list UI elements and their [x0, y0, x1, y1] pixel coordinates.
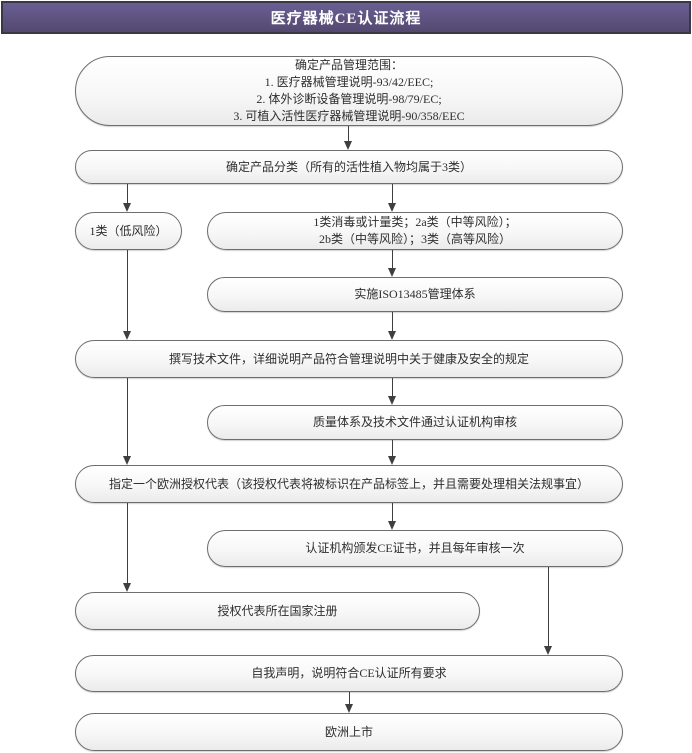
- node-iso13485: 实施ISO13485管理体系: [207, 277, 623, 312]
- arrow-down-icon: [388, 456, 396, 465]
- node-line: 撰写技术文件，详细说明产品符合管理说明中关于健康及安全的规定: [168, 351, 529, 366]
- node-line: 实施ISO13485管理体系: [354, 287, 476, 301]
- node-line: 欧洲上市: [324, 724, 373, 739]
- node-line: 2. 体外诊断设备管理说明-98/79/EC;: [256, 92, 442, 106]
- arrow-down-icon: [123, 203, 131, 212]
- connector-line: [127, 503, 128, 584]
- connector-line: [127, 250, 128, 332]
- node-line: 3. 可植入活性医疗器械管理说明-90/358/EEC: [233, 109, 465, 123]
- node-class1-low-risk: 1类（低风险）: [75, 212, 182, 250]
- connector-line: [392, 312, 393, 332]
- arrow-down-icon: [123, 331, 131, 340]
- page-title: 医疗器械CE认证流程: [270, 11, 422, 27]
- node-line: 2b类（中等风险）；3类（高等风险）: [318, 232, 511, 246]
- connector-line: [127, 184, 128, 204]
- node-product-scope: 确定产品管理范围： 1. 医疗器械管理说明-93/42/EEC; 2. 体外诊断…: [75, 56, 623, 126]
- arrow-down-icon: [388, 396, 396, 405]
- node-technical-file: 撰写技术文件，详细说明产品符合管理说明中关于健康及安全的规定: [75, 340, 623, 378]
- node-country-registration: 授权代表所在国家注册: [75, 592, 480, 630]
- node-product-classification: 确定产品分类（所有的活性植入物均属于3类）: [75, 150, 623, 184]
- connector-line: [392, 184, 393, 204]
- node-class2-higher-risk: 1类消毒或计量类；2a类（中等风险）； 2b类（中等风险）；3类（高等风险）: [207, 212, 623, 250]
- arrow-down-icon: [388, 331, 396, 340]
- node-line: 确定产品管理范围：: [294, 58, 403, 72]
- node-line: 确定产品分类（所有的活性植入物均属于3类）: [225, 159, 472, 174]
- node-notified-body-audit: 质量体系及技术文件通过认证机构审核: [207, 405, 623, 440]
- node-self-declaration: 自我声明，说明符合CE认证所有要求: [75, 655, 623, 692]
- connector-line: [392, 440, 393, 457]
- connector-line: [548, 567, 549, 647]
- node-line: 1. 医疗器械管理说明-93/42/EEC;: [264, 75, 434, 89]
- connector-line: [349, 692, 350, 705]
- node-line: 1类（低风险）: [89, 223, 168, 238]
- arrow-down-icon: [344, 141, 352, 150]
- arrow-down-icon: [345, 704, 353, 713]
- connector-line: [392, 503, 393, 522]
- node-line: 授权代表所在国家注册: [217, 603, 338, 618]
- arrow-down-icon: [388, 521, 396, 530]
- connector-line: [392, 250, 393, 269]
- node-authorized-representative: 指定一个欧洲授权代表（该授权代表将被标识在产品标签上，并且需要处理相关法规事宜）: [75, 465, 623, 503]
- arrow-down-icon: [123, 456, 131, 465]
- node-line: 自我声明，说明符合CE认证所有要求: [251, 666, 447, 680]
- connector-line: [348, 126, 349, 142]
- node-line: 1类消毒或计量类；2a类（中等风险）；: [313, 215, 517, 229]
- page-header-banner: 医疗器械CE认证流程: [1, 1, 691, 34]
- connector-line: [392, 378, 393, 397]
- node-line: 指定一个欧洲授权代表（该授权代表将被标识在产品标签上，并且需要处理相关法规事宜）: [108, 476, 589, 491]
- node-ce-certificate: 认证机构颁发CE证书，并且每年审核一次: [207, 530, 623, 567]
- node-europe-market: 欧洲上市: [75, 713, 623, 751]
- node-line: 质量体系及技术文件通过认证机构审核: [312, 415, 517, 429]
- arrow-down-icon: [123, 583, 131, 592]
- connector-line: [127, 378, 128, 457]
- arrow-down-icon: [388, 203, 396, 212]
- node-line: 认证机构颁发CE证书，并且每年审核一次: [305, 541, 525, 555]
- arrow-down-icon: [544, 646, 552, 655]
- arrow-down-icon: [388, 268, 396, 277]
